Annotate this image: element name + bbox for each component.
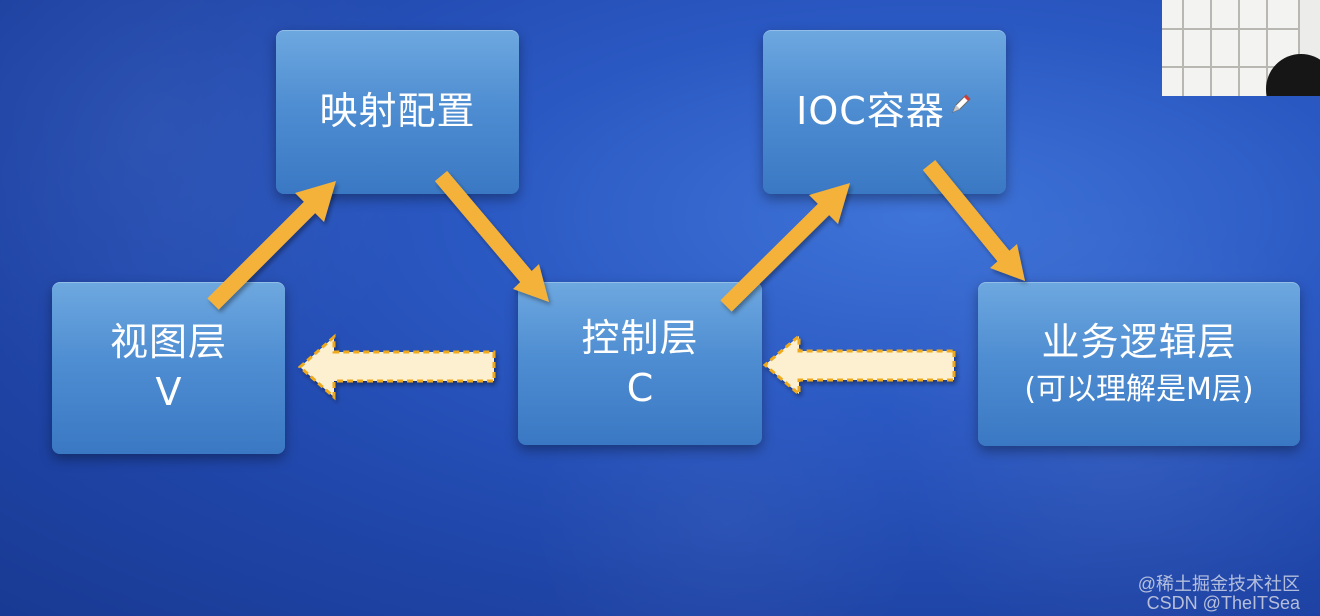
business-logic-subtitle: (可以理解是M层)	[1024, 371, 1254, 407]
watermark-juejin: @稀土掘金技术社区	[1137, 574, 1300, 594]
pen-icon	[949, 82, 973, 114]
arrow-business-to-controller	[762, 332, 956, 398]
business-logic-title: 业务逻辑层	[1041, 319, 1237, 364]
watermark-csdn: CSDN @TheITSea	[1146, 593, 1300, 613]
ioc-container-box: IOC容器	[763, 30, 1006, 194]
mapping-config-title: 映射配置	[319, 89, 476, 134]
arrow-controller-to-view	[297, 333, 496, 401]
ioc-container-title: IOC容器	[796, 89, 945, 134]
controller-layer-subtitle: C	[626, 365, 654, 410]
ioc-container-row: IOC容器	[796, 89, 973, 134]
view-layer-subtitle: V	[155, 370, 182, 414]
controller-layer-box: 控制层 C	[518, 282, 762, 445]
controller-layer-title: 控制层	[581, 315, 699, 360]
business-logic-box: 业务逻辑层 (可以理解是M层)	[978, 282, 1300, 446]
view-layer-box: 视图层 V	[52, 282, 285, 454]
view-layer-title: 视图层	[109, 320, 227, 365]
webcam-overlay	[1162, 0, 1320, 96]
mapping-config-box: 映射配置	[276, 30, 519, 194]
